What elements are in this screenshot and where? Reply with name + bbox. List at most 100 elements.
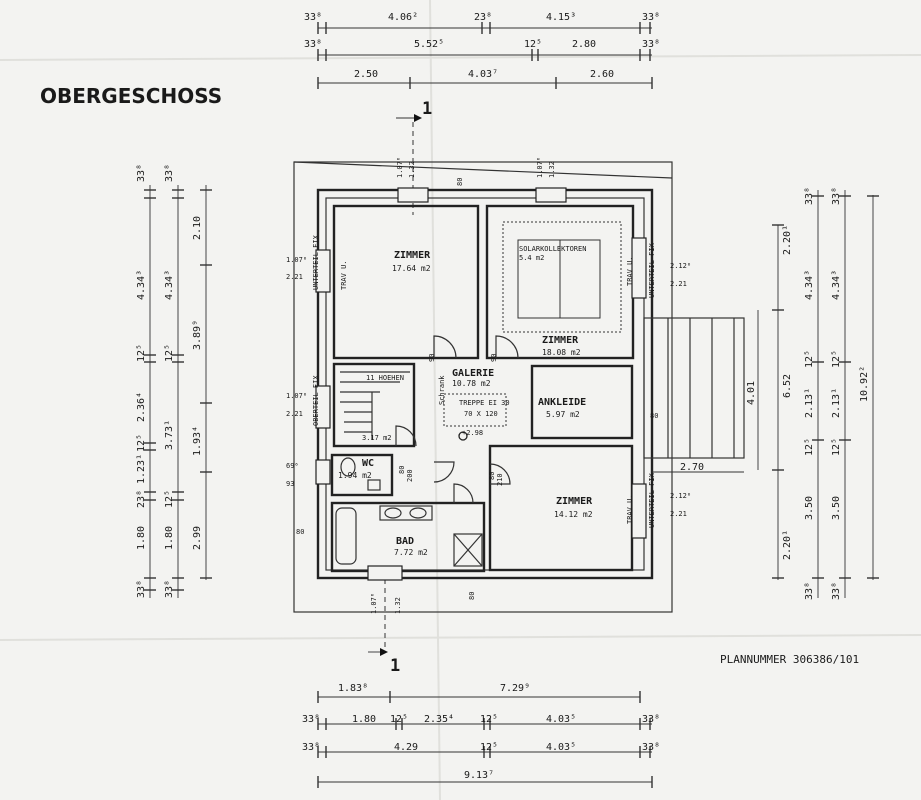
dim-label: 12⁵: [831, 438, 842, 456]
dim-label: 4.29: [394, 742, 418, 753]
frame-label: TRAV U.: [340, 260, 348, 290]
dim-label: 1.32: [394, 597, 402, 614]
section-marker-top: 1: [396, 99, 432, 215]
dim-label: 12⁵: [164, 490, 175, 508]
room-area: 5.97 m2: [546, 410, 580, 419]
attic-hatch: TREPPE EI 30 70 X 120 Schrank +2.98: [438, 375, 510, 441]
bottom-dimension-rows: 1.83⁸ 7.29⁹ 33⁸ 1.80 12⁵ 2.35⁴ 12⁵ 4.03⁵…: [302, 683, 660, 788]
dim-label: 2.35⁴: [424, 714, 454, 725]
dim-label: 1.80: [352, 714, 376, 725]
plan-title: OBERGESCHOSS: [40, 84, 222, 108]
dim-label: 80: [456, 178, 464, 186]
dim-label: 6.52: [782, 374, 793, 398]
room-name: ZIMMER: [542, 335, 579, 346]
frame-label: TRAV U.: [626, 494, 634, 524]
dim-label: 69⁶: [286, 462, 299, 470]
dim-label: 9.13⁷: [464, 770, 494, 781]
staircase: 11 HOEHEN 3.17 m2: [340, 371, 410, 442]
dim-label: 12⁵: [390, 714, 408, 725]
dim-label: 80: [650, 412, 658, 420]
dim-label: 4.01: [746, 381, 757, 405]
room-name: ANKLEIDE: [538, 397, 586, 408]
room-name: ZIMMER: [394, 250, 431, 261]
dim-label: 1.32: [408, 161, 416, 178]
dim-label: 33⁸: [304, 12, 322, 23]
dim-label: 33⁸: [136, 580, 147, 598]
dim-label: 33⁸: [164, 580, 175, 598]
dim-label: 2.21: [286, 273, 303, 281]
dim-label: 33⁸: [304, 39, 322, 50]
double-sink-icon: [379, 505, 433, 521]
room-area: 1.94 m2: [338, 471, 372, 480]
room-area: 18.08 m2: [542, 348, 581, 357]
balcony: 2.70: [643, 317, 745, 473]
dim-label: 23⁸: [136, 490, 147, 508]
dim-label: 12⁵: [480, 742, 498, 753]
dim-label: 2.99: [192, 526, 203, 550]
dim-label: 2.12⁶: [670, 262, 691, 270]
dim-label: 2.10: [192, 216, 203, 240]
dim-label: 4.34³: [831, 270, 842, 300]
dim-label: 4.03⁵: [546, 714, 576, 725]
dim-label: 2.12⁶: [670, 492, 691, 500]
left-dimension-columns: 33⁸ 4.34³ 12⁵ 2.36⁴ 12⁵ 1.23¹ 23⁸ 1.80 3…: [136, 164, 212, 598]
door-swing-icon: [433, 461, 455, 483]
dim-label: 33⁸: [831, 187, 842, 205]
room-name: GALERIE: [452, 368, 494, 379]
dim-label: 12⁵: [136, 434, 147, 452]
paper-fold: [0, 54, 921, 61]
door-swing-icon: [433, 335, 457, 359]
dim-label: 1.32: [548, 161, 556, 178]
toilet-icon: [340, 457, 356, 477]
door-label: 90: [428, 354, 436, 362]
dim-label: 1.07⁶: [536, 157, 544, 178]
dim-label: 3.73¹: [164, 420, 175, 450]
window-dimensions: 1.07⁶ 1.32 1.07⁶ 1.32 1.07⁶ 1.32 1.07⁶ 2…: [286, 157, 691, 614]
doors: 90 90 80 200 80 210: [395, 335, 519, 504]
window-frame-labels: UNTERTEIL FIX TRAV U. OBERTEIL FIX TRAV …: [312, 234, 656, 528]
dim-label: 33⁸: [642, 714, 660, 725]
dim-label: 4.15³: [546, 12, 576, 23]
dim-label: 2.21: [670, 280, 687, 288]
sink-icon: [367, 479, 381, 491]
dim-label: 2.20¹: [782, 225, 793, 255]
dim-label: 80: [468, 592, 476, 600]
room-area: 17.64 m2: [392, 264, 431, 273]
frame-label: UNTERTEIL FIX: [312, 234, 320, 290]
dim-label: 12⁵: [804, 438, 815, 456]
section-number: 1: [390, 656, 400, 676]
windows: [315, 187, 647, 581]
dim-label: 10.92²: [859, 366, 870, 402]
schrank-label: Schrank: [438, 375, 446, 405]
dim-label: 3.50: [831, 496, 842, 520]
treppe-size: 70 X 120: [464, 410, 498, 418]
dim-label: 12⁵: [804, 350, 815, 368]
door-swing-icon: [453, 483, 474, 504]
dim-label: 33⁸: [302, 714, 320, 725]
interior-walls: [330, 204, 635, 573]
room-area: 7.72 m2: [394, 548, 428, 557]
dim-label: 2.21: [286, 410, 303, 418]
level-marker-icon: [458, 431, 468, 441]
solar-area: 5.4 m2: [519, 254, 544, 262]
section-number: 1: [422, 99, 432, 119]
dim-label: 1.93⁴: [192, 426, 203, 456]
bathtub-icon: [335, 507, 357, 565]
dim-label: 4.03⁷: [468, 69, 498, 80]
room-name: ZIMMER: [556, 496, 593, 507]
door-swing-icon: [489, 463, 511, 485]
stairs-area: 3.17 m2: [362, 434, 392, 442]
paper-fold: [429, 0, 441, 800]
dim-label: 2.21: [670, 510, 687, 518]
dim-label: 3.89⁹: [192, 320, 203, 350]
dim-label: 2.60: [590, 69, 614, 80]
dim-label: 2.13¹: [804, 388, 815, 418]
dim-label: 33⁸: [642, 39, 660, 50]
dim-label: 33⁸: [642, 12, 660, 23]
door-label: 80: [488, 472, 496, 480]
dim-label: 33⁸: [302, 742, 320, 753]
dim-label: 4.34³: [136, 270, 147, 300]
dim-label: 7.29⁹: [500, 683, 530, 694]
dim-label: 2.50: [354, 69, 378, 80]
